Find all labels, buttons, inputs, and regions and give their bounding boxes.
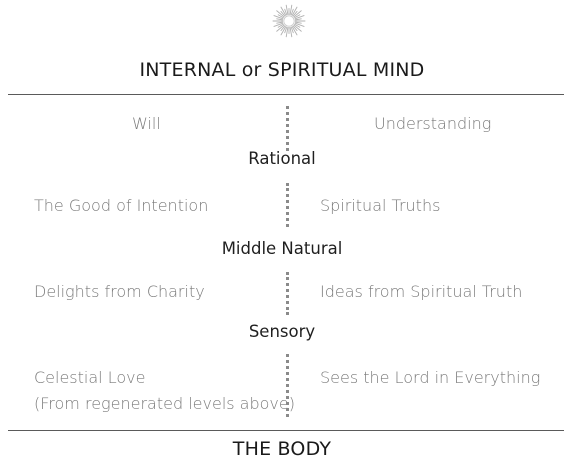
header-title: INTERNAL or SPIRITUAL MIND — [139, 59, 425, 81]
sun-ray — [294, 22, 305, 27]
sun-ray — [276, 21, 284, 24]
dotted-divider-1 — [286, 106, 289, 151]
sun-ray — [273, 22, 284, 27]
dotted-divider-3 — [286, 272, 289, 315]
left-item-regenerated-levels-note: (From regenerated levels above) — [34, 394, 295, 413]
sun-ray — [280, 6, 287, 16]
sun-ray — [292, 10, 298, 17]
dotted-divider-2 — [286, 183, 289, 227]
sun-ray — [277, 14, 284, 19]
sun-ray — [276, 24, 285, 32]
sun-ray — [285, 4, 289, 16]
sun-ray — [285, 26, 289, 38]
top-divider-line — [8, 94, 564, 95]
sun-ray — [276, 10, 285, 18]
right-item-spiritual-truths: Spiritual Truths — [320, 196, 441, 215]
right-item-understanding: Understanding — [374, 114, 492, 133]
sun-ray — [294, 21, 302, 24]
sun-ray — [277, 23, 284, 28]
left-item-celestial-love: Celestial Love — [34, 368, 146, 387]
sun-ray — [284, 26, 288, 34]
sun-ray — [289, 26, 293, 38]
right-item-ideas-from-spiritual-truth: Ideas from Spiritual Truth — [320, 282, 523, 301]
sun-ray — [291, 6, 298, 16]
sun-ray — [294, 15, 305, 20]
dotted-divider-4 — [286, 354, 289, 417]
sun-ray — [294, 14, 301, 19]
sun-ray — [293, 10, 302, 18]
level-label-sensory: Sensory — [248, 322, 316, 341]
sun-ray — [273, 15, 284, 20]
sunburst-icon — [272, 4, 306, 38]
level-label-rational: Rational — [248, 149, 316, 168]
sun-ray — [290, 26, 294, 34]
sun-ray — [280, 10, 286, 17]
sun-ray — [291, 26, 298, 36]
left-item-good-of-intention: The Good of Intention — [34, 196, 209, 215]
footer-title: THE BODY — [232, 438, 332, 460]
sun-ray — [289, 4, 293, 16]
level-label-middle-natural: Middle Natural — [221, 239, 343, 258]
sun-ray — [276, 18, 284, 21]
sun-ray — [280, 25, 286, 32]
left-item-delights-from-charity: Delights from Charity — [34, 282, 205, 301]
sun-ray — [294, 23, 301, 28]
sun-ray — [280, 26, 287, 36]
bottom-divider-line — [8, 430, 564, 431]
sun-ray — [293, 24, 302, 32]
sun-ray — [294, 18, 302, 21]
left-item-will: Will — [132, 114, 161, 133]
sun-ray — [292, 25, 298, 32]
sun-ray — [284, 8, 288, 16]
right-item-sees-the-lord: Sees the Lord in Everything — [320, 368, 541, 387]
sun-ray — [290, 8, 294, 16]
